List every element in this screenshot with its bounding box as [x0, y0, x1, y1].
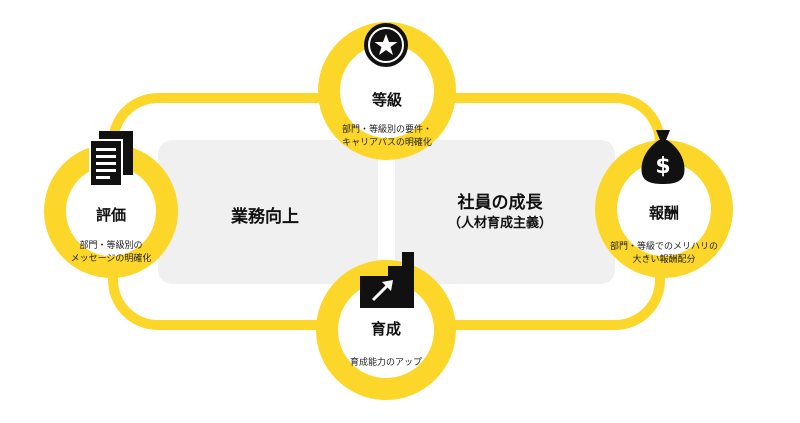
grade-title: 等級 [371, 91, 402, 109]
development-desc-line1: 育成能力のアップ [349, 358, 422, 368]
svg-text:$: $ [655, 154, 670, 179]
compensation-title: 報酬 [648, 204, 679, 222]
business-improvement-label: 業務向上 [231, 207, 299, 227]
business-improvement-panel [158, 140, 378, 284]
compensation-desc-line1: 部門・等級でのメリハリの [609, 242, 718, 252]
evaluation-title: 評価 [95, 206, 126, 224]
money-bag-icon: $ [638, 128, 688, 186]
stairs-arrow-icon [360, 252, 414, 308]
employee-growth-label: 社員の成長 [457, 193, 543, 213]
evaluation-desc-line1: 部門・等級別の [79, 241, 143, 251]
grade-desc-line1: 部門・等級別の要件・ [341, 125, 432, 135]
evaluation-desc-line2: メッセージの明確化 [70, 254, 152, 264]
development-title: 育成 [370, 320, 401, 338]
compensation-desc-line2: 大きい報酬配分 [632, 255, 696, 265]
documents-icon [89, 131, 135, 189]
star-badge-icon [363, 22, 409, 68]
employee-growth-sublabel: （人材育成主義） [447, 216, 552, 231]
grade-desc-line2: キャリアパスの明確化 [342, 138, 432, 148]
employee-growth-panel [395, 140, 615, 284]
